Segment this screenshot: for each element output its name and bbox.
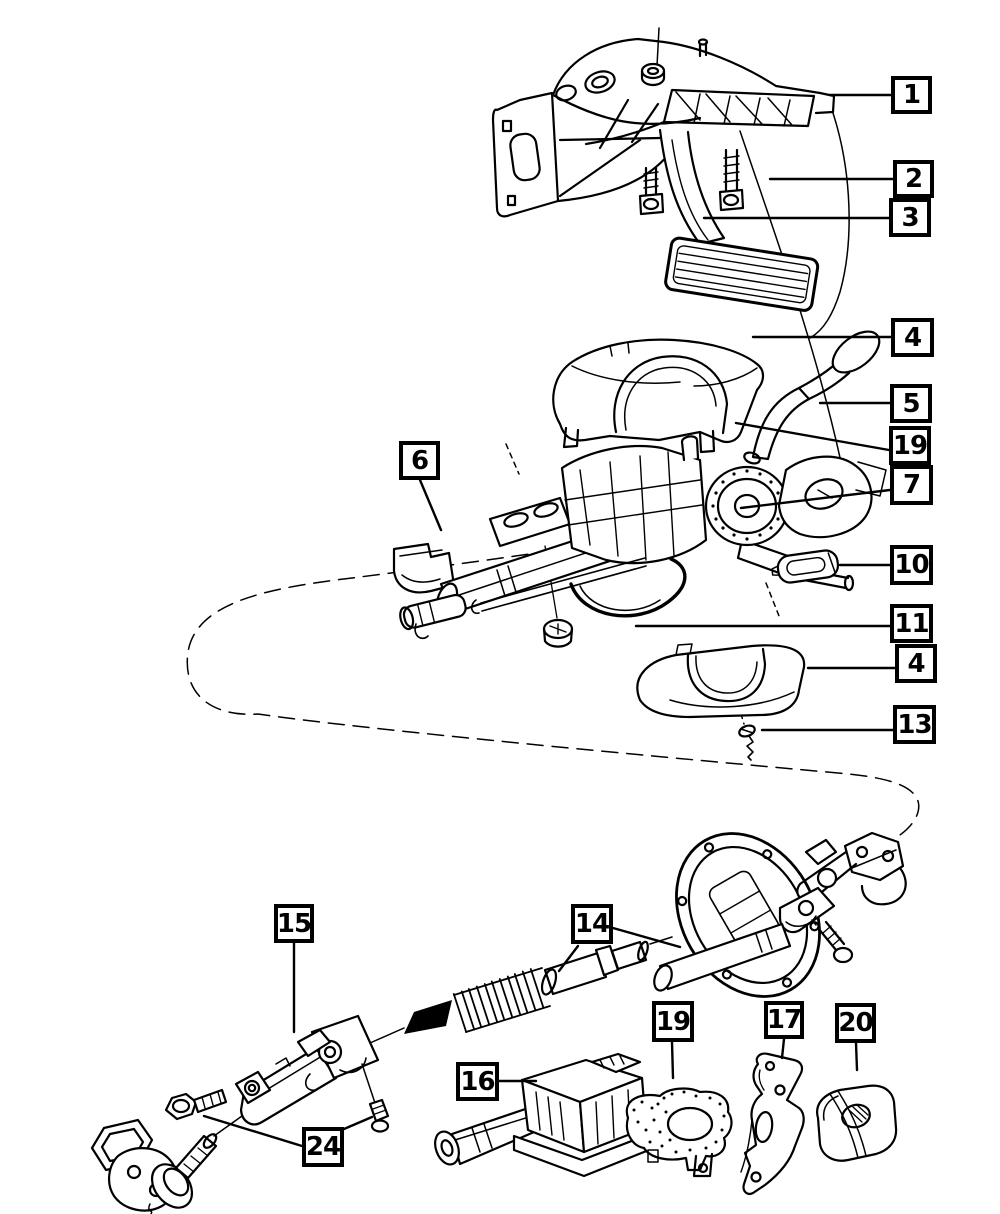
cap-nut [542,618,574,648]
part-shift-lever [743,330,881,465]
part-clockspring-lower [625,1087,733,1178]
callout-box-15[interactable]: 15 [274,904,314,943]
callout-label: 19 [655,1006,691,1037]
callout-box-11[interactable]: 11 [890,604,933,643]
wire-loop [569,557,687,618]
callout-label: 15 [276,908,312,939]
callout-box-17[interactable]: 17 [764,1001,804,1039]
leader-7 [739,488,892,510]
leader-24b [342,1115,374,1131]
callout-box-6[interactable]: 6 [399,441,440,480]
callout-box-2[interactable]: 2 [893,160,934,198]
pinch-bolt-small [368,1098,390,1133]
callout-label: 6 [410,445,429,476]
leader-19-lower [670,1040,675,1080]
callout-box-3[interactable]: 3 [889,198,931,237]
callout-label: 1 [902,80,921,110]
part-lower-shroud [636,643,806,719]
callout-label: 2 [904,164,923,194]
callout-box-19-upper[interactable]: 19 [889,426,931,465]
callout-box-13[interactable]: 13 [893,705,936,744]
part-brake-pedal [658,128,820,312]
part-coupler-bolts [164,1088,390,1133]
part-intermediate-shaft [404,940,649,1034]
part-lower-coupler [234,1014,380,1126]
tilt-rod [470,557,647,615]
callout-label: 5 [902,388,920,419]
part-shroud-screw [738,724,756,761]
leader-14b [611,926,682,949]
part-upper-coupling-yoke [778,831,907,964]
part-tilt-handle [771,549,840,584]
top-reference-line [656,27,660,67]
callout-box-4-upper[interactable]: 4 [891,318,934,357]
bellows-ribs [452,968,545,1033]
accessory-cylinder [399,593,467,631]
callout-label: 13 [897,709,932,740]
callout-box-1[interactable]: 1 [891,76,932,114]
callout-label: 17 [766,1005,802,1035]
bolt-left [638,166,665,216]
callout-label: 3 [901,202,919,233]
leader-19-upper [734,421,891,452]
callout-label: 10 [894,550,929,580]
shaft-collar-band [404,1000,452,1034]
pinch-bolt-large [164,1088,228,1121]
leader-17 [780,1037,786,1060]
callout-label: 16 [460,1066,495,1097]
bracket-nut [640,62,666,87]
callout-label: 4 [907,648,925,679]
leader-20 [854,1041,859,1072]
part-mounting-bracket [740,1052,805,1195]
callout-label: 11 [894,608,929,639]
leader-14a [557,944,580,973]
part-pedal-bracket [491,37,836,218]
leader-lines [202,93,897,1148]
part-column-stub-shaft [653,922,792,992]
leader-6 [418,478,443,532]
part-upper-shroud [552,338,765,454]
dash-column-a [505,443,520,475]
leader-24a [202,1114,304,1148]
callout-box-5[interactable]: 5 [890,384,932,423]
dash-tilt-handle [765,582,780,617]
callout-label: 4 [903,322,922,353]
part-access-cover [816,1084,898,1162]
part-steering-column [392,435,855,648]
part-mounting-bolts [638,148,745,216]
clockspring-texture [632,1090,726,1154]
shaft-sweep-loop [186,542,920,854]
callout-box-7[interactable]: 7 [890,465,933,505]
part-clockspring [704,465,790,547]
callout-label: 20 [838,1008,873,1038]
callout-label: 19 [892,430,928,461]
callout-label: 7 [902,470,921,500]
callout-box-10[interactable]: 10 [890,545,933,585]
callout-box-19-lower[interactable]: 19 [652,1001,694,1042]
callout-box-24[interactable]: 24 [302,1127,344,1167]
panel-outline [809,112,850,339]
pedal-pad [664,236,820,312]
bolt-right [718,148,745,212]
callout-box-16[interactable]: 16 [456,1062,499,1101]
callout-box-4-lower[interactable]: 4 [895,644,937,683]
jacket-knob [680,435,700,462]
callout-box-20[interactable]: 20 [835,1003,876,1043]
upper-jacket [560,444,708,565]
callout-box-14[interactable]: 14 [571,904,613,944]
part-steering-gear-stub [90,1118,218,1214]
callout-label: 24 [305,1132,341,1162]
yoke-bolt [811,919,854,964]
callout-label: 14 [574,909,610,939]
bracket-stud [697,38,709,58]
toe-hook [392,542,456,594]
